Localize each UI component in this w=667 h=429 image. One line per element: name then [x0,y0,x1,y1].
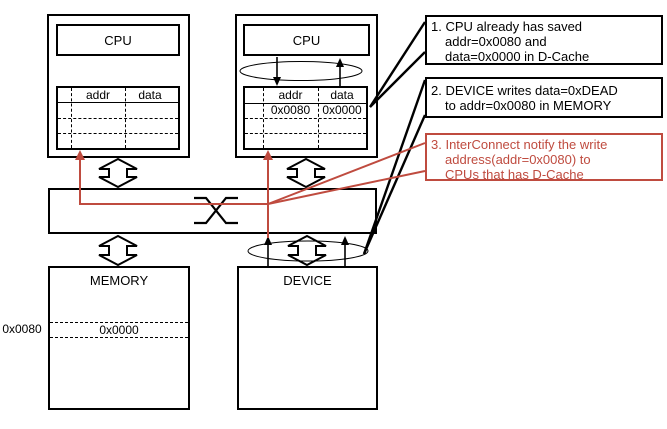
note-2-device-writes: 2. DEVICE writes data=0xDEAD to addr=0x0… [425,77,663,118]
cache-row-divider [245,133,366,134]
cache-cell-data: 0x0000 [322,103,362,117]
note-1-line1: 1. CPU already has saved [431,19,583,34]
cache-header-data: data [330,88,354,102]
cpu-left-bus-arrow-icon [98,157,138,189]
note-1-line3: data=0x0000 in D-Cache [445,49,590,64]
cache-header-addr: addr [85,88,111,102]
note-1-cpu-saved: 1. CPU already has saved addr=0x0080 and… [425,15,663,65]
cache-row-divider [245,118,366,119]
note-1-line2: addr=0x0080 and [445,34,547,49]
device-write-ellipse [247,240,369,262]
cpu-right-bus-arrow-icon [286,157,326,189]
cpu-left-title-box: CPU [56,24,180,56]
arrow-up-head-icon [341,236,349,245]
note-3-line2: address(addr=0x0080) to [445,152,591,167]
cache-header-addr: addr [278,88,303,102]
cache-row-divider [58,118,178,119]
cache-header-divider [58,102,178,103]
device-title: DEVICE [283,273,332,288]
device-write-arrows [264,236,349,267]
memory-address-label: 0x0080 [2,322,42,336]
arrow-up-head-icon [264,236,272,245]
note-3-line1: 3. InterConnect notify the write [431,137,608,152]
cache-header-data: data [138,88,162,102]
cache-header-divider [245,103,366,104]
cpu-right-cache-table: addr data 0x0080 0x0000 [243,86,368,150]
cpu-left-title: CPU [104,32,132,48]
cpu-right-title: CPU [292,32,321,48]
memory-title: MEMORY [89,273,149,288]
memory-bus-arrow-icon [98,234,138,267]
note-1-leader-lines [368,21,427,108]
cache-cell-addr: 0x0080 [270,103,311,117]
device-bus-arrow-icon [287,234,327,267]
cpu-right-title-box: CPU [243,24,370,56]
note-3-line3: CPUs that has D-Cache [445,167,584,182]
cpu-left-cache-table: addr data [56,86,180,150]
note-2-line2: to addr=0x0080 in MEMORY [445,98,612,113]
memory-block: MEMORY [48,266,190,410]
note-3-interconnect-notify: 3. InterConnect notify the write address… [425,133,663,182]
note-2-line1: 2. DEVICE writes data=0xDEAD [431,83,618,98]
cache-row-divider [58,133,178,134]
device-block: DEVICE [237,266,378,410]
memory-stored-row: 0x0000 [50,322,188,338]
interconnect-bar [48,188,377,234]
